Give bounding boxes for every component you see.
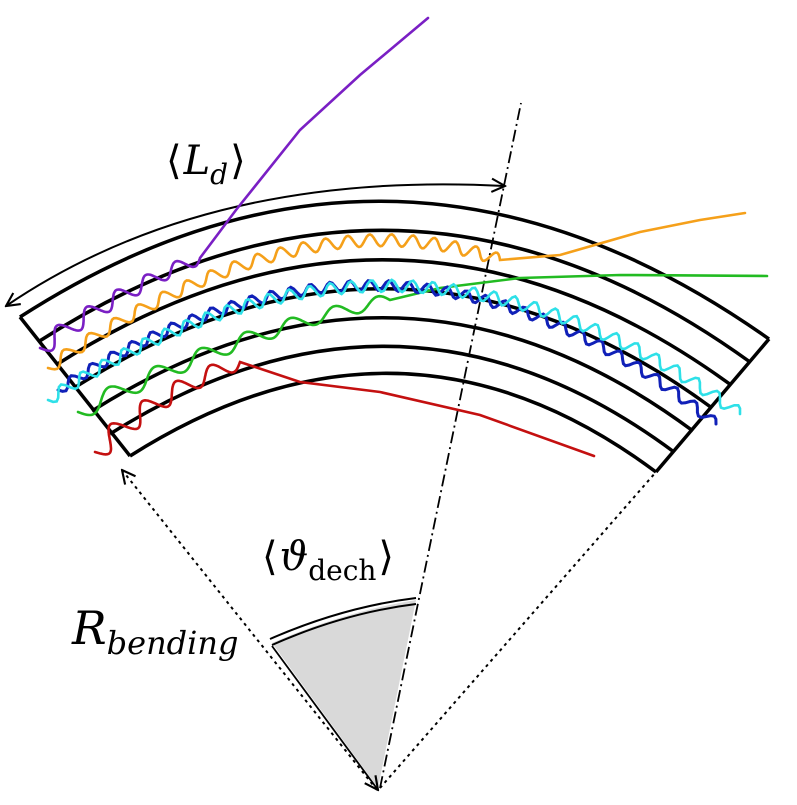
angle-arc-outer — [269, 597, 417, 640]
trajectory-purple — [38, 16, 430, 353]
trajectory-red — [93, 360, 596, 458]
label-ld: ⟨Ld⟩ — [166, 138, 246, 191]
crystal-plane-5 — [91, 316, 695, 433]
radius-dotted-left — [122, 470, 378, 791]
radius-dotted-right — [379, 471, 657, 789]
label-r-bending: Rbending — [71, 601, 238, 662]
angle-arc-inner — [271, 603, 417, 646]
label-theta-dech: ⟨ϑdech⟩ — [262, 534, 394, 587]
dechanneling-angle-wedge — [272, 600, 416, 788]
crystal-plane-7 — [129, 371, 658, 474]
ld-arc-arrow — [6, 184, 505, 306]
trajectory-orange — [46, 211, 747, 371]
trajectory-green — [76, 273, 769, 417]
trajectory-cyan — [46, 278, 742, 416]
crystal-plane-6 — [109, 344, 676, 454]
radius-line-left-solid — [271, 645, 378, 790]
trajectory-blue — [56, 279, 718, 426]
crystal-planes — [19, 199, 771, 474]
